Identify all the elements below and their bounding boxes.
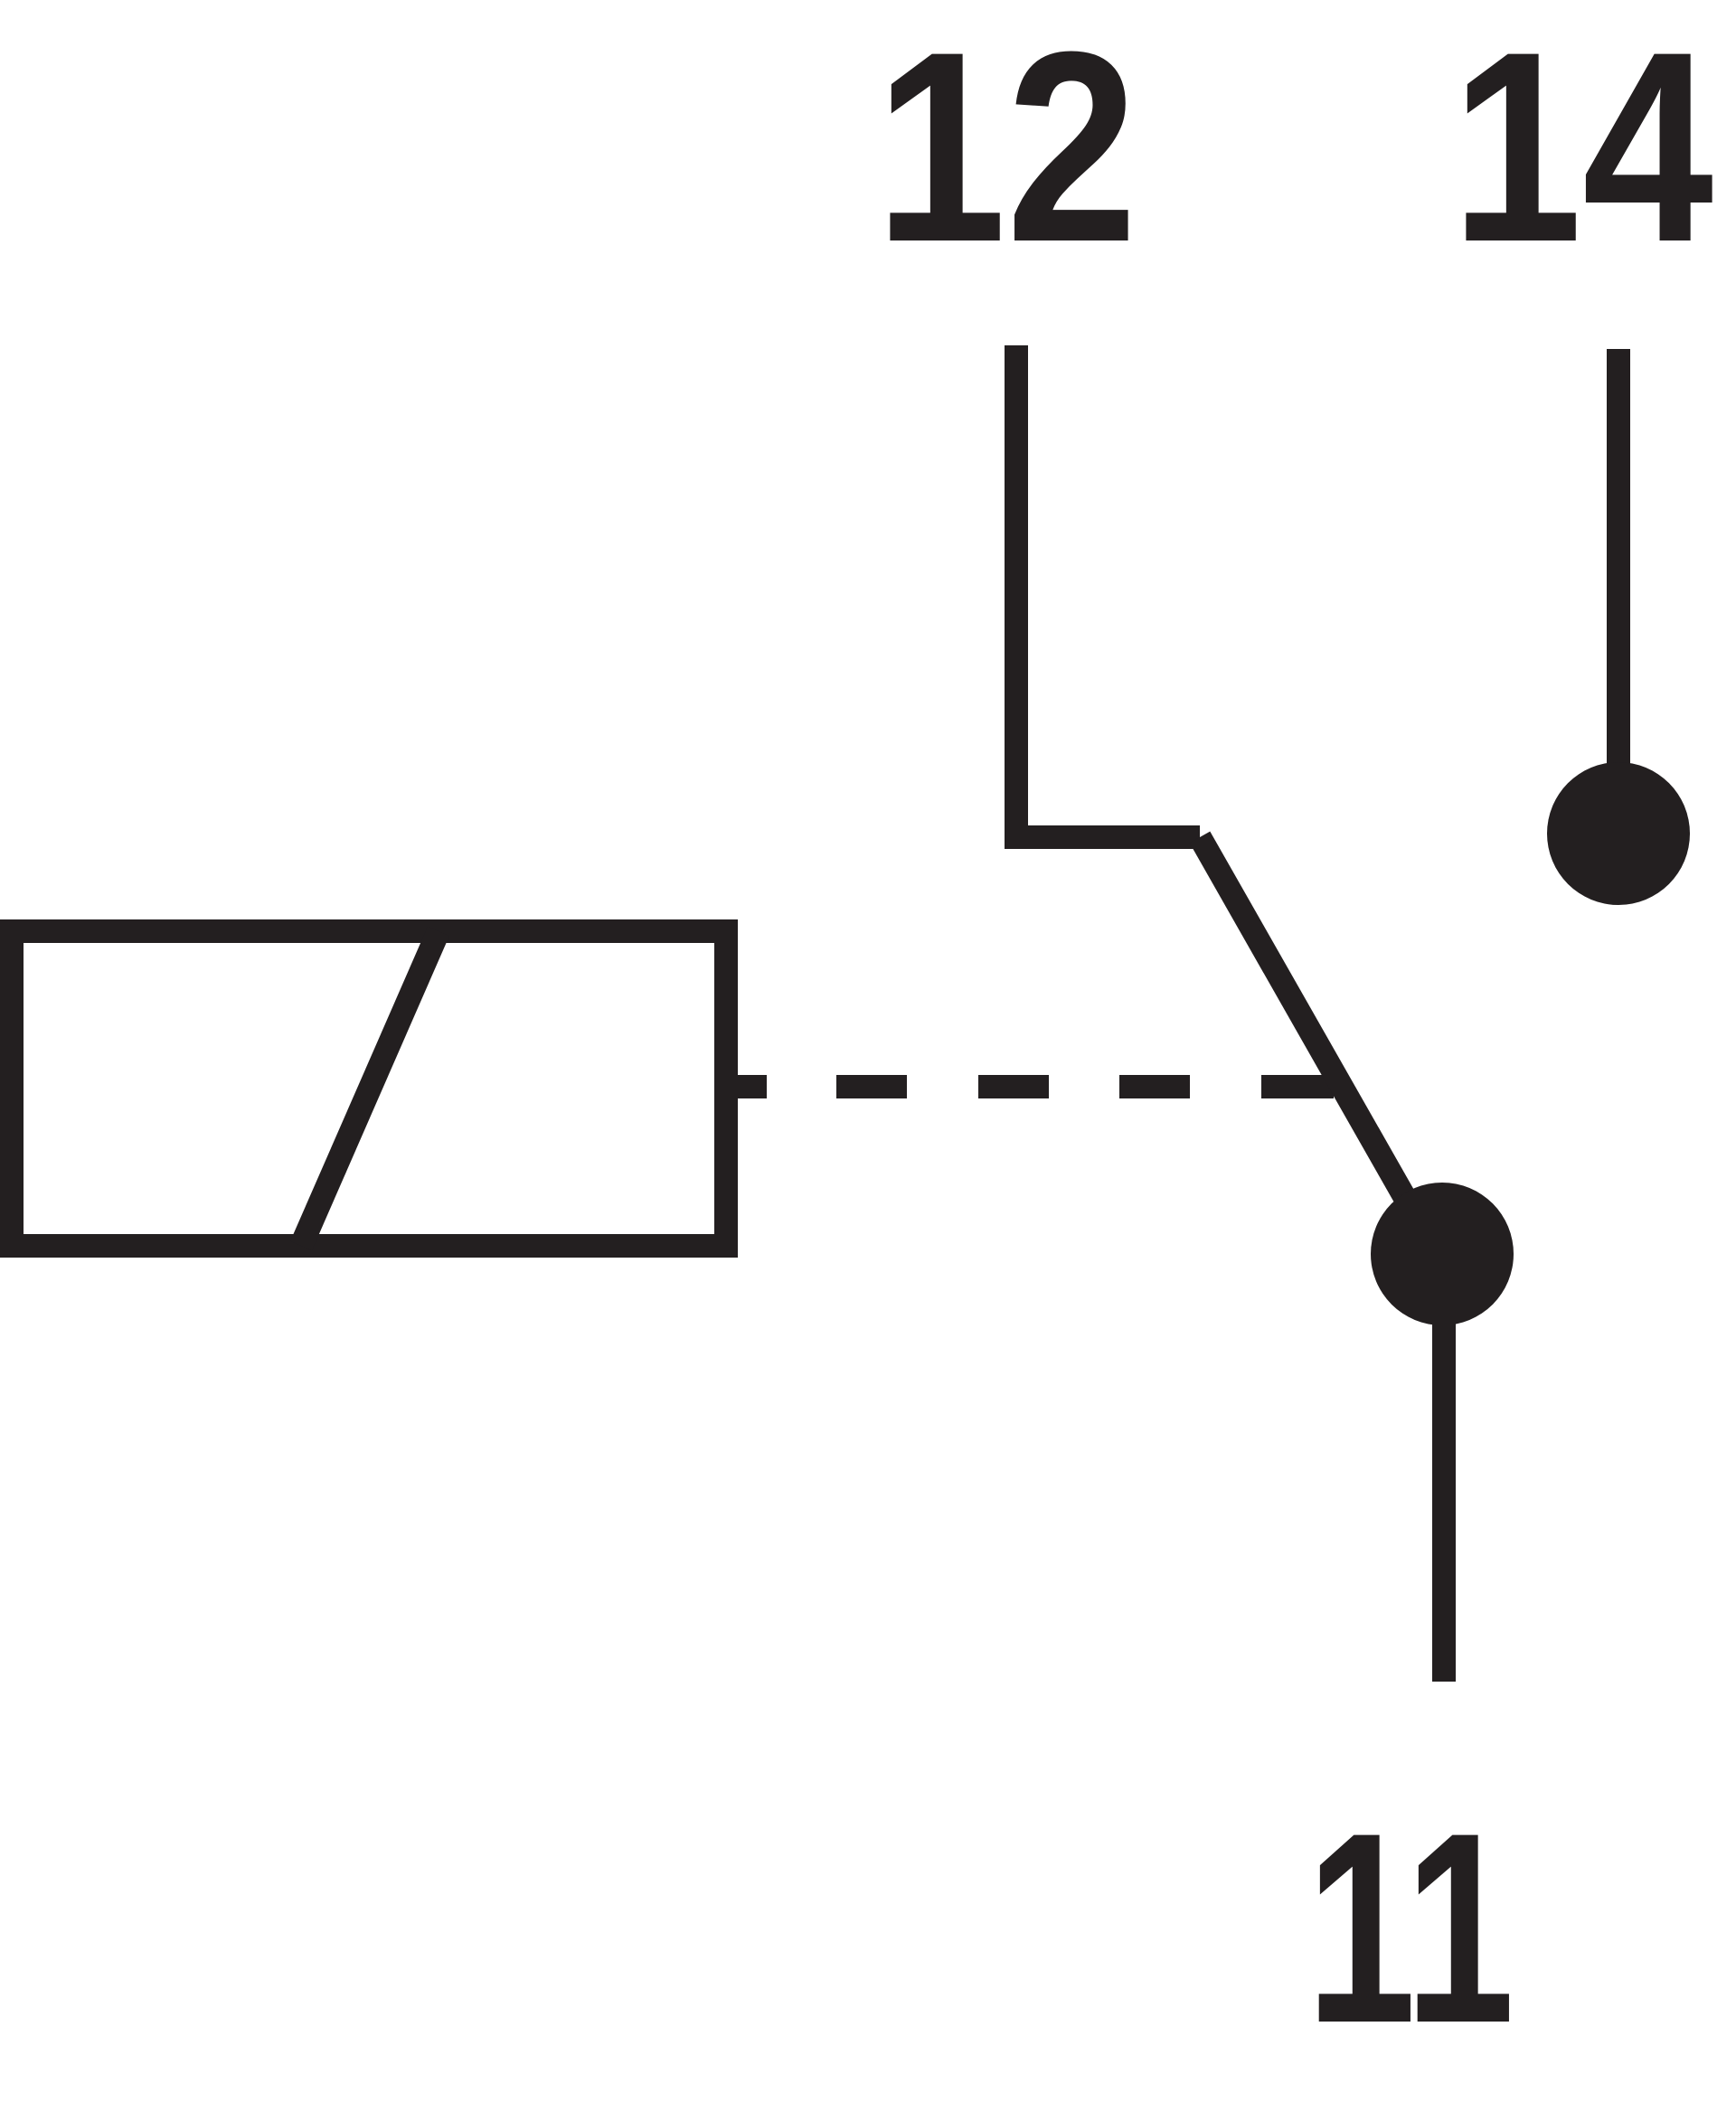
terminal-label-11: 11 (1307, 1776, 1514, 2079)
no-contact-point-14 (1547, 762, 1690, 905)
nc-contact-wire-12 (1005, 345, 1200, 849)
terminal-label-12: 12 (875, 0, 1137, 298)
coil-winding-slash (290, 926, 449, 1251)
terminal-label-14: 14 (1451, 0, 1715, 298)
relay-coil (0, 919, 738, 1258)
contact-blade (1189, 831, 1453, 1269)
